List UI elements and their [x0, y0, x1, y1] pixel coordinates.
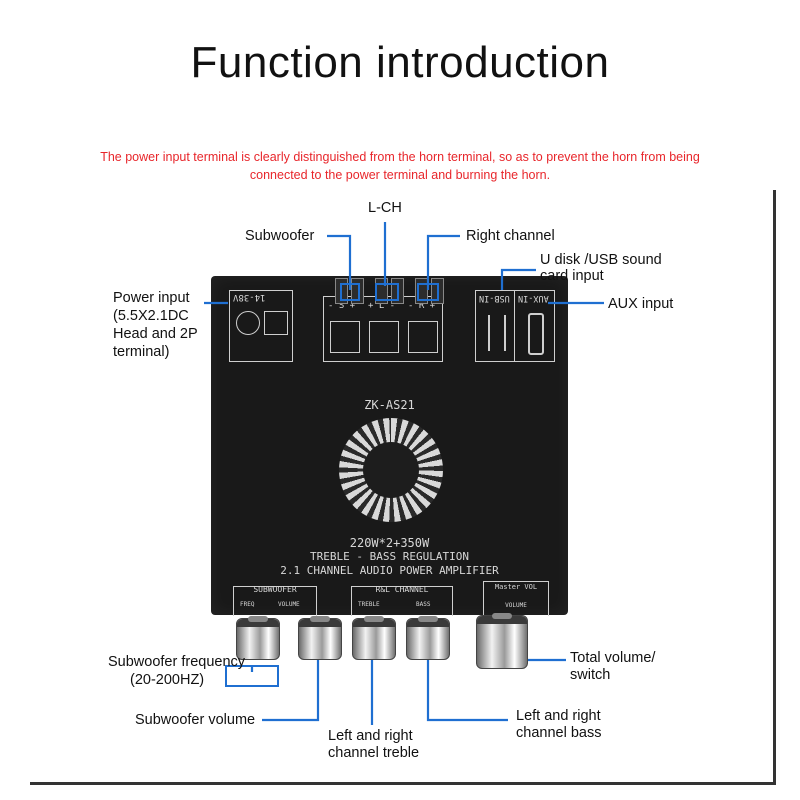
sub-volume-label: Subwoofer volume	[135, 712, 256, 728]
subwoofer-frequency-knob[interactable]	[236, 616, 280, 660]
subwoofer-volume-knob[interactable]	[298, 616, 342, 660]
aux-label: AUX input	[608, 296, 674, 312]
master-volume-label: VOLUME	[505, 602, 527, 609]
usb-icon	[488, 315, 506, 351]
usb-label-line1: U disk /USB sound	[540, 252, 662, 268]
regulation-text: TREBLE - BASS REGULATION	[310, 550, 469, 563]
screw-terminal-icon	[264, 311, 288, 335]
master-control-group: Master VOL VOLUME	[483, 581, 549, 616]
power-label-line2: (5.5X2.1DC	[113, 308, 189, 324]
treble-label: TREBLE	[358, 601, 380, 608]
sub-terminal-box	[340, 283, 360, 301]
rch-terminal-box	[417, 283, 439, 301]
total-label-line1: Total volume/	[570, 650, 656, 666]
lch-terminal-box	[375, 283, 399, 301]
panel-divider	[514, 291, 515, 361]
subwoofer-control-group: SUBWOOFER FREQ VOLUME	[233, 585, 317, 616]
treble-label-line1: Left and right	[328, 728, 413, 744]
treble-knob[interactable]	[352, 616, 396, 660]
terminal-s-label: - S +	[328, 301, 356, 311]
master-label: Master VOL	[494, 583, 538, 591]
terminal-l-label: + L -	[368, 301, 396, 311]
usb-label-line2: card input	[540, 268, 604, 284]
model-label: ZK-AS21	[364, 398, 415, 412]
terminal-r-label: - R +	[408, 301, 436, 311]
callout-right-channel	[426, 234, 460, 290]
lch-label: L-CH	[368, 200, 402, 216]
subwoofer-label: Subwoofer	[245, 228, 315, 244]
dc-jack-icon	[236, 311, 260, 335]
callout-usb	[500, 268, 536, 290]
speaker-icon	[369, 321, 399, 353]
frame-border	[30, 190, 776, 785]
power-label-line4: terminal)	[113, 344, 170, 360]
aux-jack-icon	[528, 313, 544, 355]
callout-sub-vol	[262, 660, 320, 722]
speaker-icon	[330, 321, 360, 353]
power-spec: 220W*2+350W	[349, 536, 430, 550]
power-label-line1: Power input	[113, 290, 190, 306]
speaker-icon	[408, 321, 438, 353]
bass-label-line1: Left and right	[516, 708, 601, 724]
sub-freq-label-line1: Subwoofer frequency	[108, 654, 246, 670]
bass-label-line2: channel bass	[516, 725, 602, 741]
callout-subwoofer	[327, 234, 352, 290]
amplifier-board: 14-38V - S + + L - - R + USB-IN AUX-IN Z…	[211, 276, 568, 616]
usb-aux-panel: USB-IN AUX-IN	[475, 290, 555, 362]
freq-label: FREQ	[240, 601, 255, 608]
treble-label-line2: channel treble	[328, 745, 420, 761]
subwoofer-group-label: SUBWOOFER	[253, 585, 297, 594]
bass-label: BASS	[416, 601, 431, 608]
callout-bass	[426, 660, 508, 722]
sub-freq-box	[225, 665, 279, 687]
rl-control-group: R&L CHANNEL TREBLE BASS	[351, 585, 453, 616]
page-title: Function introduction	[190, 38, 610, 87]
power-input-panel: 14-38V	[229, 290, 293, 362]
amplifier-text: 2.1 CHANNEL AUDIO POWER AMPLIFIER	[280, 564, 499, 577]
bass-knob[interactable]	[406, 616, 450, 660]
warning-note: The power input terminal is clearly dist…	[100, 150, 700, 182]
fan-hub	[363, 442, 419, 498]
heatsink-fan	[339, 418, 443, 522]
rl-group-label: R&L CHANNEL	[375, 585, 429, 594]
sub-freq-label-line2: (20-200HZ)	[130, 672, 205, 688]
sub-volume-label: VOLUME	[278, 601, 300, 608]
total-label-line2: switch	[570, 667, 611, 683]
speaker-terminal-panel: - S + + L - - R +	[323, 296, 443, 362]
right-channel-label: Right channel	[466, 228, 555, 244]
power-label-line3: Head and 2P	[113, 326, 198, 342]
master-volume-knob[interactable]	[476, 613, 528, 669]
